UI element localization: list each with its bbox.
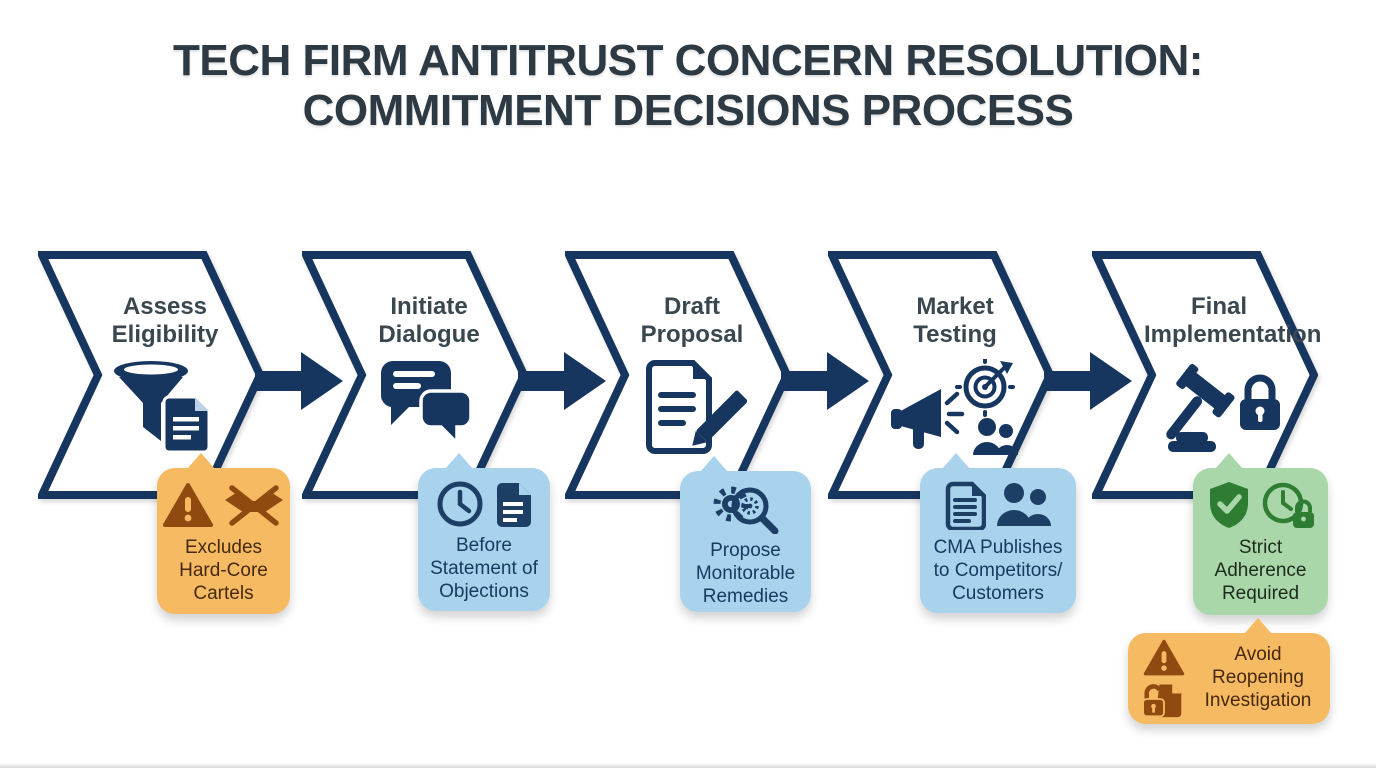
step-label: Market Testing [913, 293, 997, 348]
megaphone-target-people-icon [880, 359, 1030, 463]
gavel-lock-icon [1144, 359, 1294, 455]
page-title: TECH FIRM ANTITRUST CONCERN RESOLUTION: … [173, 36, 1203, 136]
step-label: Assess Eligibility [111, 293, 219, 348]
unlock-document-icon [1142, 683, 1182, 717]
warning-triangle-icon [163, 482, 213, 527]
no-handshake-icon [225, 484, 283, 526]
callout-excludes-hard-core-cartels: Excludes Hard-Core Cartels [157, 453, 290, 614]
step-label: Initiate Dialogue [378, 293, 480, 348]
callout-cma-publishes-to-competitors-customers: CMA Publishes to Competitors/ Customers [920, 453, 1076, 613]
step-label: Draft Proposal [640, 293, 744, 348]
step-label: Final Implementation [1144, 293, 1322, 348]
warning-triangle-icon [1143, 639, 1185, 675]
callout-text: Before Statement of Objections [430, 535, 538, 602]
step-chevron-final-implementation: Final Implementation [1092, 251, 1322, 499]
callout-text: Strict Adherence Required [1214, 537, 1307, 604]
callout-text: Excludes Hard-Core Cartels [179, 537, 268, 604]
callout-text: CMA Publishes to Competitors/ Customers [933, 537, 1063, 604]
callout-strict-adherence-required: Strict Adherence Required [1193, 453, 1328, 615]
flow-arrow-icon [255, 352, 343, 410]
document-icon [945, 481, 986, 530]
flow-arrow-icon [518, 352, 606, 410]
bottom-edge-shadow [0, 763, 1376, 768]
step-chevron-initiate-dialogue: Initiate Dialogue [302, 251, 528, 499]
clock-icon [437, 481, 482, 527]
callout-text: Avoid Reopening Investigation [1204, 644, 1312, 711]
callout-propose-monitorable-remedies: Propose Monitorable Remedies [680, 456, 811, 612]
clock-lock-icon [1262, 482, 1314, 528]
callout-before-statement-of-objections: Before Statement of Objections [418, 453, 550, 611]
shield-check-icon [1210, 482, 1248, 528]
callout-avoid-reopening-investigation: Avoid Reopening Investigation [1128, 618, 1330, 724]
chat-bubbles-icon [354, 359, 504, 449]
document-icon [496, 483, 531, 527]
callout-text: Propose Monitorable Remedies [695, 540, 796, 607]
flow-arrow-icon [781, 352, 869, 410]
flow-arrow-icon [1044, 352, 1132, 410]
document-pencil-icon [617, 359, 767, 457]
funnel-document-icon [90, 359, 240, 455]
step-chevron-assess-eligibility: Assess Eligibility [38, 251, 264, 499]
people-icon [996, 483, 1051, 526]
gear-magnifier-icon [713, 486, 778, 534]
